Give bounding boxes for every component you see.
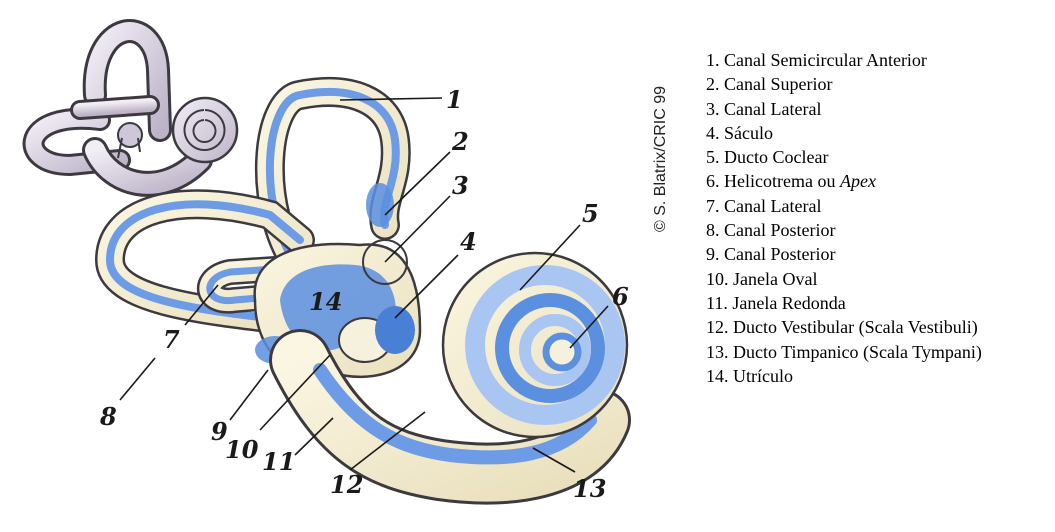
legend-item: 8. Canal Posterior — [706, 218, 1051, 242]
thumbnail-labyrinth — [34, 31, 237, 184]
legend-item: 2. Canal Superior — [706, 72, 1051, 96]
label-14: 14 — [309, 287, 342, 316]
legend-item: 10. Janela Oval — [706, 267, 1051, 291]
legend-item: 13. Ducto Timpanico (Scala Tympani) — [706, 340, 1051, 364]
label-10: 10 — [225, 435, 259, 464]
label-2: 2 — [451, 127, 469, 156]
legend-item: 12. Ducto Vestibular (Scala Vestibuli) — [706, 315, 1051, 339]
label-6: 6 — [612, 282, 629, 311]
legend-item: 7. Canal Lateral — [706, 194, 1051, 218]
label-13: 13 — [573, 474, 606, 503]
label-3: 3 — [452, 171, 469, 200]
label-12: 12 — [330, 470, 363, 499]
label-1: 1 — [446, 85, 463, 114]
label-4: 4 — [460, 227, 477, 256]
image-credit: © S. Blatrix/CRIC 99 — [652, 86, 669, 232]
label-11: 11 — [262, 447, 295, 476]
legend-list: 1. Canal Semicircular Anterior 2. Canal … — [706, 48, 1051, 388]
legend-item: 14. Utrículo — [706, 364, 1051, 388]
legend-item: 3. Canal Lateral — [706, 97, 1051, 121]
label-5: 5 — [582, 199, 599, 228]
inner-ear-diagram: 1 2 3 4 5 6 7 8 9 10 11 12 13 14 © S. Bl… — [0, 0, 700, 532]
legend-item: 6. Helicotrema ou Apex — [706, 169, 1051, 193]
legend-item: 1. Canal Semicircular Anterior — [706, 48, 1051, 72]
legend-item: 11. Janela Redonda — [706, 291, 1051, 315]
legend-item: 9. Canal Posterior — [706, 242, 1051, 266]
legend-item: 4. Sáculo — [706, 121, 1051, 145]
label-8: 8 — [99, 402, 117, 431]
legend-item: 5. Ducto Coclear — [706, 145, 1051, 169]
label-7: 7 — [163, 325, 180, 354]
